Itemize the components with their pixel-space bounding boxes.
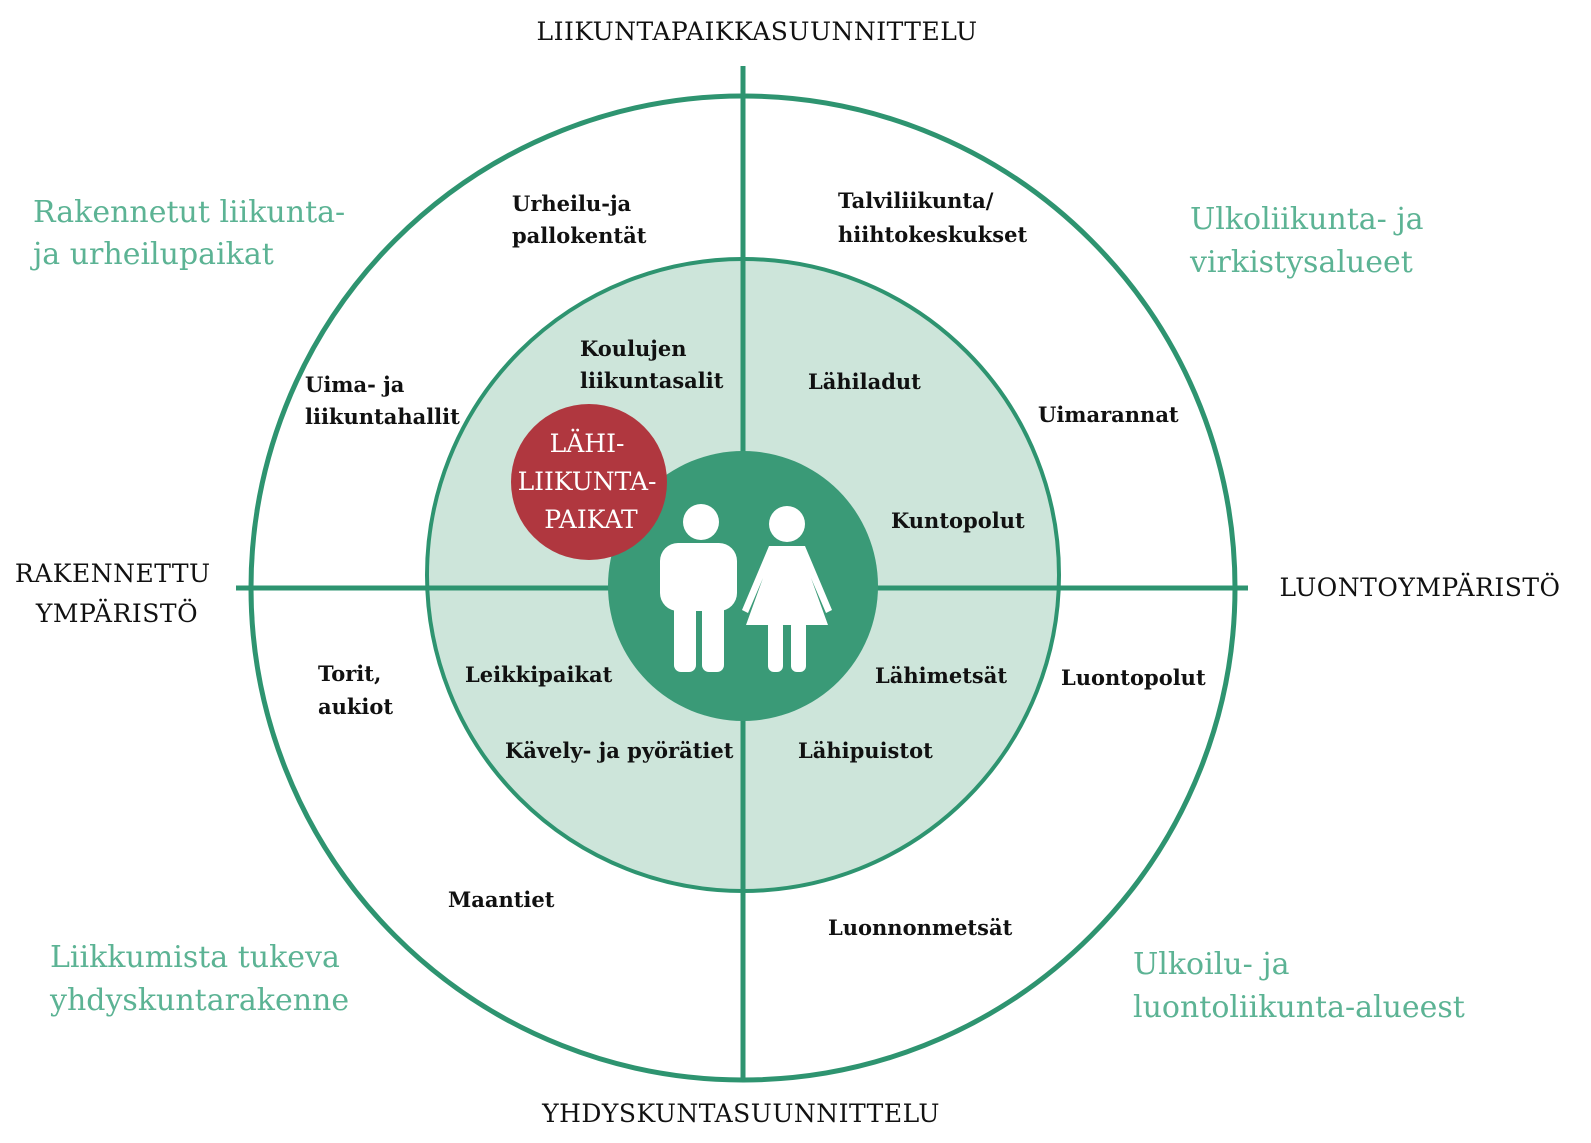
- label-luonnonmetsat: Luonnonmetsät: [828, 915, 1013, 940]
- man-figure-icon: [660, 504, 737, 672]
- label-torit-aukiot: Torit, aukiot: [318, 661, 393, 719]
- label-maantiet: Maantiet: [448, 887, 555, 912]
- quadrant-label-top-left: Rakennetut liikunta- ja urheilupaikat: [30, 195, 355, 272]
- woman-figure-icon: [742, 506, 832, 672]
- label-lahipuistot: Lähipuistot: [798, 738, 933, 763]
- axis-label-bottom: YHDYSKUNTASUUNNITTELU: [541, 1099, 940, 1128]
- hub-circle: [511, 404, 667, 560]
- quadrant-label-top-right: Ulkoliikunta- ja virkistysalueet: [1189, 202, 1433, 280]
- axis-label-right: LUONTOYMPÄRISTÖ: [1279, 573, 1560, 602]
- hub-label: LÄHI- LIIKUNTA- PAIKAT: [518, 429, 665, 534]
- label-kavely-ja-pyoratiet: Kävely- ja pyörätiet: [505, 738, 734, 763]
- label-urheilu-ja-pallokentat: Urheilu-ja pallokentät: [512, 191, 647, 248]
- quadrant-label-bottom-right: Ulkoilu- ja luontoliikunta-alueest: [1133, 947, 1465, 1025]
- label-koulujen-liikuntasalit: Koulujen liikuntasalit: [580, 336, 724, 393]
- label-leikkipaikat: Leikkipaikat: [465, 662, 613, 687]
- quadrant-label-bottom-left: Liikkumista tukeva yhdyskuntarakenne: [49, 940, 349, 1018]
- label-uimarannat: Uimarannat: [1038, 402, 1179, 427]
- label-lahimetsat: Lähimetsät: [875, 663, 1007, 688]
- label-lahiladut: Lähiladut: [808, 369, 921, 394]
- axis-label-top: LIIKUNTAPAIKKASUUNNITTELU: [536, 17, 977, 46]
- axis-label-left: RAKENNETTU YMPÄRISTÖ: [15, 559, 219, 628]
- label-kuntopolut: Kuntopolut: [891, 508, 1025, 533]
- label-talviliikunta: Talviliikunta/ hiihtokeskukset: [838, 188, 1027, 247]
- label-luontopolut: Luontopolut: [1061, 665, 1206, 690]
- label-uima-ja-liikuntahallit: Uima- ja liikuntahallit: [305, 372, 460, 429]
